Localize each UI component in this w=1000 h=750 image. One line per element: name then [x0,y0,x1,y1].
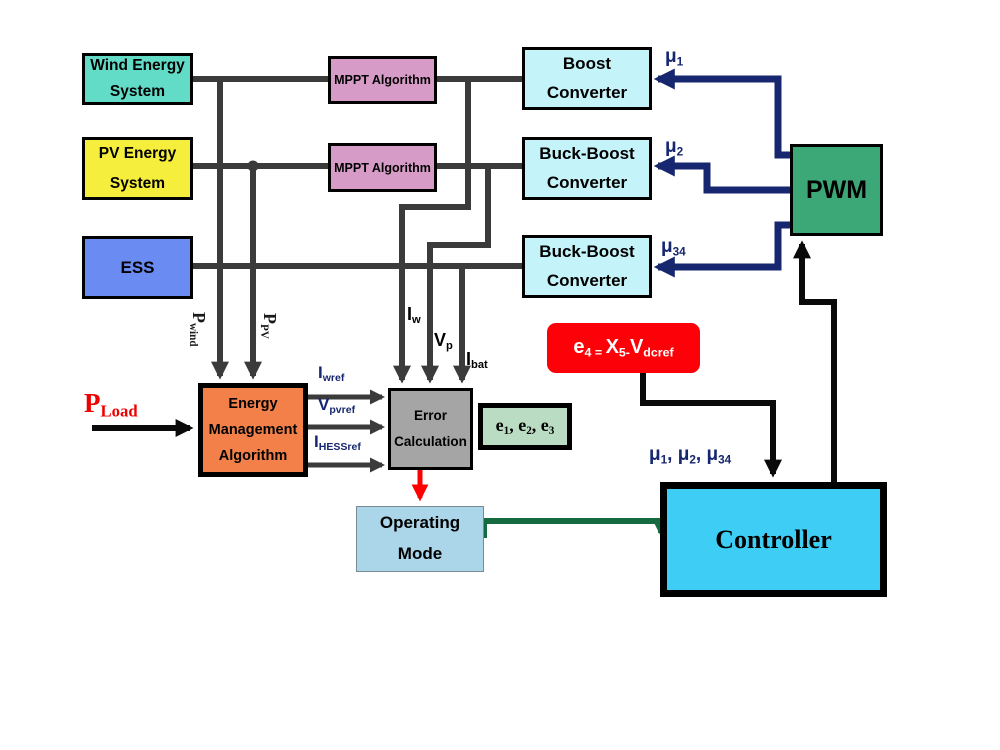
wind-line1: Wind Energy [90,57,185,75]
i-bat-label: Ibat [466,349,488,372]
p-load-label: PLoad [84,388,138,421]
bb1-line1: Buck-Boost [539,143,635,163]
pwm-box: PWM [790,144,883,236]
pv-energy-system-box: PV Energy System [82,137,193,200]
boost-line2: Converter [546,82,628,102]
energy-management-algorithm-box: Energy Management Algorithm [198,383,308,477]
i-w-label: Iw [407,304,421,327]
ess-label: ESS [120,257,155,277]
operating-mode-box: Operating Mode [356,506,484,572]
error-line2: Calculation [394,434,467,449]
wire-mu1 [653,68,792,159]
mu-group-label: μ1, μ2, μ34 [649,444,732,467]
buck-boost-converter-box-1: Buck-Boost Converter [522,137,652,200]
wire-mu34 [653,221,792,278]
pv-line1: PV Energy [98,145,177,163]
wire-e4-to-controller [640,373,782,478]
p-pv-label: PPV [257,313,280,339]
wire-mu2 [653,155,792,194]
controller-label: Controller [715,524,832,554]
boost-line1: Boost [562,53,612,73]
junction-dot [247,160,259,172]
mppt2-label: MPPT Algorithm [334,160,431,175]
error-calculation-box: Error Calculation [388,388,473,470]
pv-line2: System [109,174,166,192]
ema-line3: Algorithm [218,448,288,465]
buck-boost-converter-box-2: Buck-Boost Converter [522,235,652,298]
ess-box: ESS [82,236,193,299]
controller-box: Controller [660,482,887,597]
v-pvref-label: Vpvref [318,395,356,416]
mppt-algorithm-box-2: MPPT Algorithm [328,143,437,192]
wind-energy-system-box: Wind Energy System [82,53,193,105]
wire-controller-to-pwm [793,240,837,482]
opmode-line1: Operating [379,513,461,533]
wind-line2: System [109,83,166,100]
mu34-label: μ34 [661,236,686,259]
e123-label: e1, e2, e3 [495,415,555,438]
ema-line2: Management [208,421,298,438]
opmode-line2: Mode [397,544,443,563]
pwm-label: PWM [805,175,868,204]
mu1-label: μ1 [665,46,684,69]
bb2-line1: Buck-Boost [539,241,635,261]
p-wind-label: Pwind [186,312,209,347]
bb1-line2: Converter [546,172,628,192]
error-signals-box: e1, e2, e3 [478,403,572,450]
boost-converter-box: Boost Converter [522,47,652,110]
ema-line1: Energy [228,395,278,412]
i-hessref-label: IHESSref [314,432,361,453]
v-p-label: Vp [434,330,453,353]
wire-i-w [393,79,471,384]
i-wref-label: Iwref [318,363,345,384]
bb2-line2: Converter [546,270,628,290]
mu2-label: μ2 [665,136,684,159]
wire-mode-to-controller [481,518,670,538]
e4-equation-box: e4 = X5-Vdcref [547,323,700,373]
mppt-algorithm-box-1: MPPT Algorithm [328,56,437,104]
error-line1: Error [413,408,447,424]
e4-label: e4 = X5-Vdcref [573,336,674,360]
mppt1-label: MPPT Algorithm [334,73,431,87]
wire-v-p [421,166,491,384]
